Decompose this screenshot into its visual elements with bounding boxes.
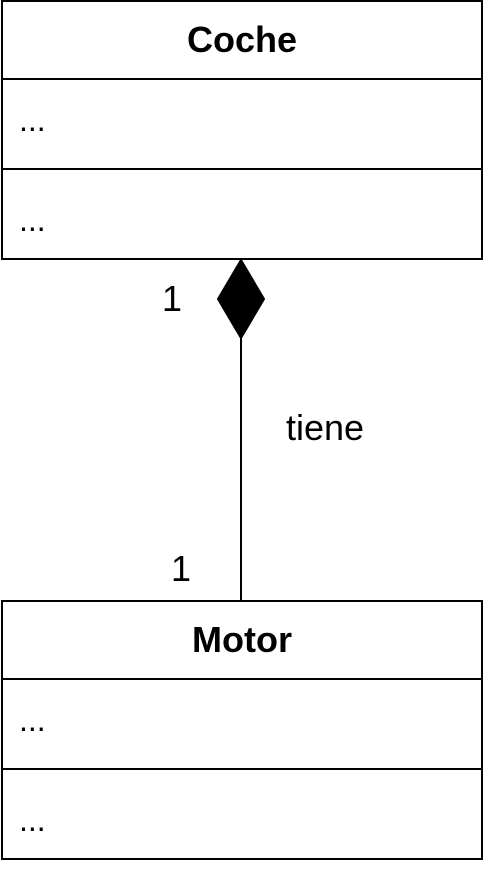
class-motor-attributes: ... [3, 680, 481, 770]
class-motor[interactable]: Motor ... ... [1, 600, 483, 860]
association-label: tiene [286, 407, 365, 448]
class-coche-attributes-text: ... [19, 102, 46, 138]
class-motor-name: Motor [3, 602, 481, 680]
class-coche[interactable]: Coche ... ... [1, 0, 483, 260]
class-motor-attributes-text: ... [19, 702, 46, 738]
class-motor-operations-text: ... [19, 802, 46, 838]
class-motor-operations: ... [3, 770, 481, 858]
class-coche-operations-text: ... [19, 202, 46, 238]
part-multiplicity: 1 [171, 548, 192, 589]
class-coche-name: Coche [3, 2, 481, 80]
class-coche-operations: ... [3, 170, 481, 258]
composition-diamond-icon [216, 258, 266, 340]
class-coche-attributes: ... [3, 80, 481, 170]
whole-multiplicity: 1 [162, 278, 183, 319]
